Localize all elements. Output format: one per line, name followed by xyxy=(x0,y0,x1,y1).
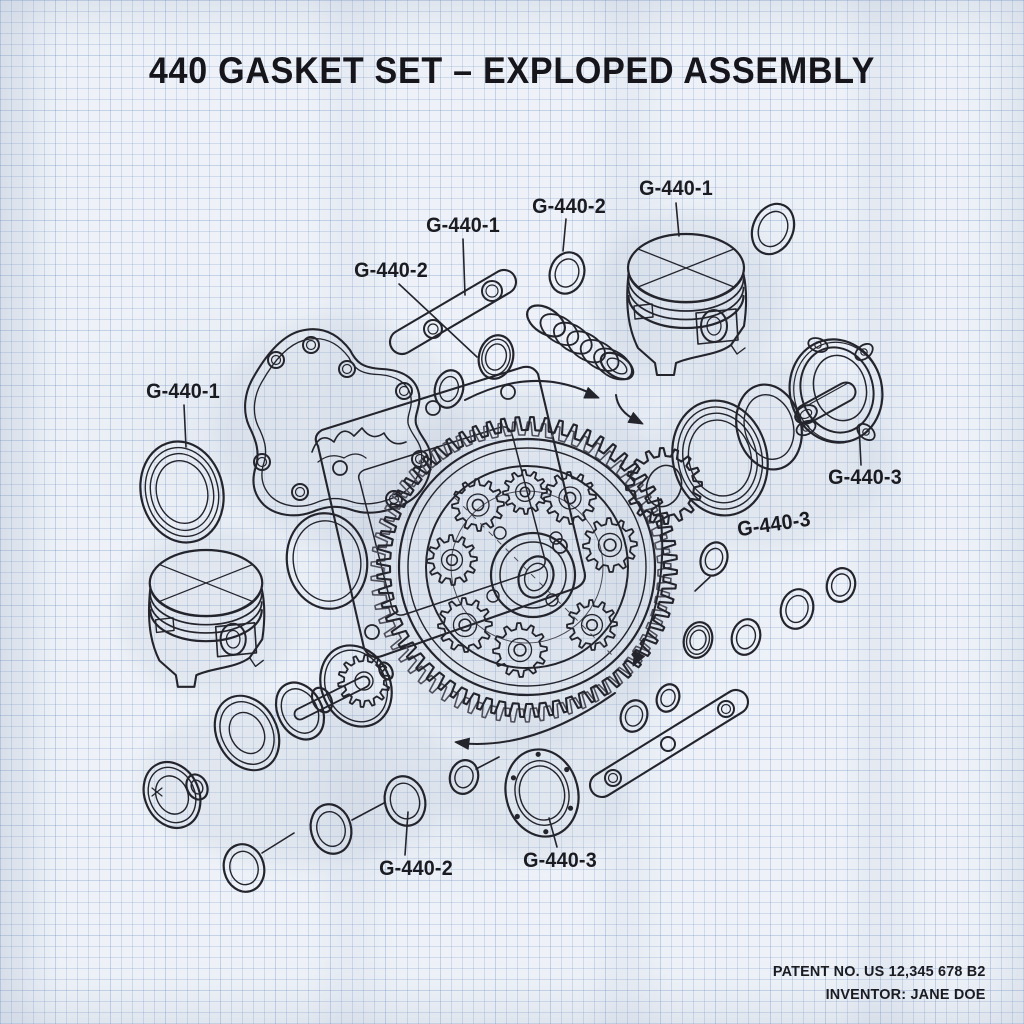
callout-bushing-top: G-440-2 xyxy=(532,195,606,218)
piston-left-drawing xyxy=(147,548,266,688)
inventor-name: INVENTOR: JANE DOE xyxy=(825,985,986,1003)
shaft-assembly-drawing xyxy=(213,644,394,772)
bearing-retainer-drawing xyxy=(788,337,884,444)
callout-piston-top: G-440-1 xyxy=(639,177,713,200)
ring-gear-drawing xyxy=(370,415,679,723)
page-title: 440 GASKET SET – EXPLOPED ASSEMBLY xyxy=(148,50,876,91)
ribbed-boot-drawing xyxy=(526,304,635,381)
shading-blobs xyxy=(118,215,885,865)
link-bar-top-drawing xyxy=(389,269,517,355)
bottom-flanged-seal-drawing xyxy=(504,748,580,838)
callout-retainer: G-440-3 xyxy=(828,466,902,489)
seal-rings-drawing xyxy=(139,202,857,893)
pinion-gear-drawing xyxy=(624,446,704,526)
gasket-plate-drawing xyxy=(244,328,433,517)
callout-bottom-ring: G-440-2 xyxy=(379,857,453,880)
callout-link-bar: G-440-1 xyxy=(426,214,500,237)
rotation-arrows xyxy=(454,380,664,750)
callout-gasket: G-440-2 xyxy=(354,259,428,282)
grommet-seal-drawing xyxy=(142,761,209,829)
link-bar-bottom-drawing xyxy=(589,689,749,798)
callout-left-seal: G-440-1 xyxy=(146,380,220,403)
callout-bottom-seal: G-440-3 xyxy=(523,849,597,872)
leader-lines xyxy=(183,202,862,856)
piston-right-drawing xyxy=(626,232,748,377)
patent-number: PATENT NO. US 12,345 678 B2 xyxy=(773,962,986,980)
patent-block: PATENT NO. US 12,345 678 B2 INVENTOR: JA… xyxy=(773,960,986,1007)
cover-plate-drawing xyxy=(314,365,587,659)
